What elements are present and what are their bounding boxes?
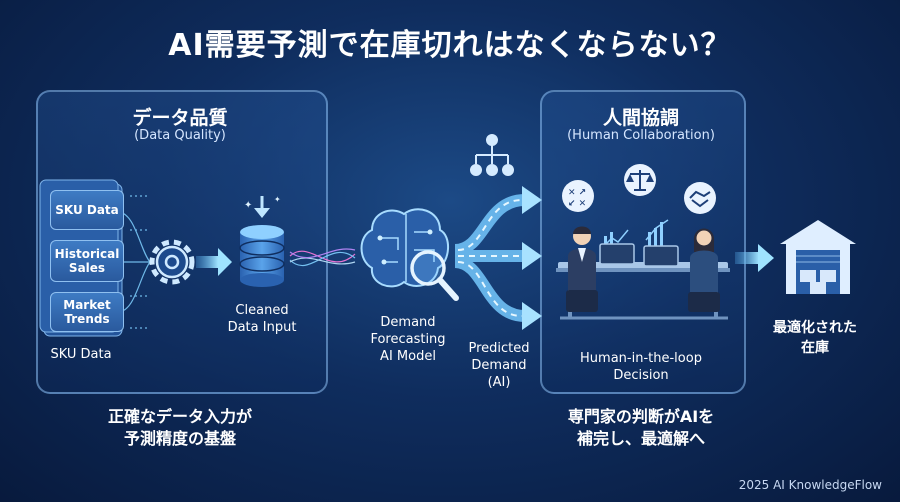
- optimized-inventory-label: 最適化された 在庫: [760, 318, 870, 358]
- brain-icon: [360, 208, 449, 288]
- svg-text:↙ ✕: ↙ ✕: [568, 199, 586, 209]
- data-quality-subheading: (Data Quality): [134, 128, 226, 143]
- predicted-demand-label: Predicted Demand (AI): [462, 340, 536, 391]
- arrow-to-database: [196, 248, 232, 276]
- svg-text:✕ ↗: ✕ ↗: [568, 188, 586, 198]
- footer-credit: 2025 AI KnowledgeFlow: [738, 478, 882, 492]
- human-collaboration-subheading: (Human Collaboration): [567, 128, 715, 143]
- database-icon: [239, 225, 285, 287]
- data-quality-caption-line-2: 予測精度の基盤: [123, 429, 236, 448]
- human-collaboration-caption: 専門家の判断がAIを 補完し、最適解へ: [520, 406, 762, 450]
- model-label-line-3: AI Model: [380, 349, 436, 364]
- predicted-label-line-1: Predicted: [468, 341, 530, 356]
- human-caption-line-2: 補完し、最適解へ: [576, 429, 705, 448]
- download-arrow-icon: ✦ ✦: [244, 195, 281, 218]
- decision-label-line-1: Human-in-the-loop: [580, 351, 702, 366]
- gear-icon: [149, 239, 195, 285]
- handshake-icon: [684, 182, 716, 214]
- signal-waves: [289, 248, 356, 267]
- predicted-label-line-3: (AI): [487, 375, 511, 390]
- human-caption-line-1: 専門家の判断がAIを: [567, 407, 715, 426]
- magnifier-icon: [410, 250, 459, 301]
- source-box-market-trends: Market Trends: [50, 292, 124, 332]
- strategy-icon: ✕ ↗ ↙ ✕: [562, 180, 594, 212]
- predicted-label-line-2: Demand: [471, 358, 527, 373]
- source-box-historical-sales: Historical Sales: [50, 240, 124, 282]
- hierarchy-icon: [470, 134, 514, 176]
- prediction-arrowheads: [522, 186, 542, 330]
- cleaned-label-line-1: Cleaned: [235, 303, 289, 318]
- svg-text:✦: ✦: [274, 195, 281, 204]
- human-collaboration-heading: 人間協調: [602, 107, 679, 129]
- balance-scale-icon: [624, 164, 656, 196]
- data-quality-heading: データ品質: [132, 107, 228, 129]
- prediction-arrow-dashes: [457, 199, 523, 317]
- warehouse-icon: [780, 220, 856, 294]
- source-box-sku: SKU Data: [50, 190, 124, 230]
- data-quality-caption: 正確なデータ入力が 予測精度の基盤: [36, 406, 324, 450]
- prediction-arrows: [454, 194, 526, 322]
- source-caption: SKU Data: [50, 347, 112, 362]
- cleaned-data-label: Cleaned Data Input: [222, 302, 302, 336]
- model-label-line-2: Forecasting: [370, 332, 446, 347]
- page-title: AI需要予測で在庫切れはなくならない？: [168, 28, 732, 63]
- decision-label-line-2: Decision: [613, 368, 669, 383]
- model-label-line-1: Demand: [380, 315, 436, 330]
- growth-charts: [603, 219, 669, 247]
- output-label-line-2: 在庫: [801, 340, 829, 356]
- svg-text:✦: ✦: [244, 200, 252, 211]
- model-label: Demand Forecasting AI Model: [358, 314, 458, 365]
- decision-label: Human-in-the-loop Decision: [540, 350, 742, 384]
- cleaned-label-line-2: Data Input: [227, 320, 297, 335]
- arrow-to-warehouse: [735, 244, 774, 272]
- data-quality-caption-line-1: 正確なデータ入力が: [107, 407, 252, 426]
- human-collaboration-illustration: [556, 226, 730, 320]
- output-label-line-1: 最適化された: [773, 320, 857, 336]
